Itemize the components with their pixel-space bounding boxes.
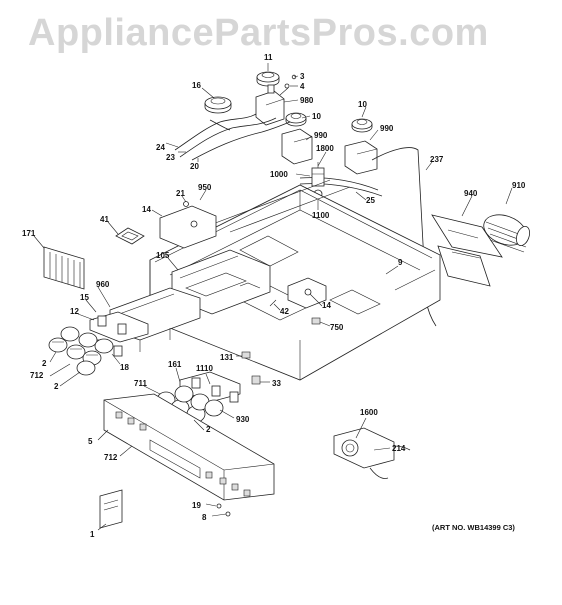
callout-980: 980 — [300, 96, 314, 105]
callout-12: 12 — [70, 307, 79, 316]
fan-housing-940 — [431, 214, 503, 287]
callout-11: 11 — [264, 53, 273, 62]
callout-15: 15 — [80, 293, 89, 302]
callout-990-center: 990 — [314, 131, 328, 140]
callout-750: 750 — [330, 323, 344, 332]
callout-711: 711 — [134, 379, 147, 388]
spark-electrode-3-4 — [279, 74, 297, 96]
callout-24: 24 — [156, 143, 165, 152]
blower-910 — [483, 214, 530, 253]
callout-171: 171 — [22, 229, 36, 238]
callout-105: 105 — [156, 251, 170, 260]
callout-18: 18 — [120, 363, 129, 372]
callout-131: 131 — [220, 353, 234, 362]
callout-1800: 1800 — [316, 144, 334, 153]
control-knobs-712-left — [48, 326, 114, 376]
callout-161: 161 — [168, 360, 182, 369]
gas-tubes — [174, 113, 437, 327]
callout-10-right: 10 — [358, 100, 367, 109]
burner-bracket-980 — [255, 84, 285, 126]
burner-head-11 — [256, 71, 280, 87]
burner-bracket-990-center — [281, 128, 313, 165]
callout-labels: 11 3 4 16 980 10 10 990 990 24 23 20 180… — [22, 53, 526, 539]
callout-1110: 1110 — [196, 364, 213, 373]
callout-14-left: 14 — [142, 205, 151, 214]
callout-960: 960 — [96, 280, 110, 289]
callout-23: 23 — [166, 153, 175, 162]
screw-21 — [183, 201, 189, 207]
callout-10-center: 10 — [312, 112, 321, 121]
callout-21: 21 — [176, 189, 185, 198]
callout-1600: 1600 — [360, 408, 378, 417]
callout-25: 25 — [366, 196, 375, 205]
callout-8: 8 — [202, 513, 207, 522]
callout-930: 930 — [236, 415, 250, 424]
valve-cluster-center — [179, 371, 241, 403]
clip-131 — [241, 351, 251, 359]
callout-214: 214 — [392, 444, 406, 453]
callout-237: 237 — [430, 155, 444, 164]
watermark: AppliancePartsPros.com — [28, 12, 489, 54]
callout-20: 20 — [190, 162, 199, 171]
screw-33 — [251, 375, 261, 385]
burner-head-10-right — [351, 118, 373, 133]
callout-1: 1 — [90, 530, 95, 539]
clip-750 — [311, 317, 321, 325]
callout-990-right: 990 — [380, 124, 394, 133]
callout-3: 3 — [300, 72, 305, 81]
callout-1100: 1100 — [312, 211, 330, 220]
callout-2-c: 2 — [206, 425, 211, 434]
callout-910: 910 — [512, 181, 526, 190]
callout-9: 9 — [398, 258, 403, 267]
callout-712-left: 712 — [30, 371, 44, 380]
art-number: (ART NO. WB14399 C3) — [432, 523, 515, 532]
callout-16: 16 — [192, 81, 201, 90]
callout-41: 41 — [100, 215, 109, 224]
callout-4: 4 — [300, 82, 305, 91]
callout-19: 19 — [192, 501, 201, 510]
cover-42 — [269, 299, 277, 307]
callout-712-bottom: 712 — [104, 453, 118, 462]
callout-2-b: 2 — [54, 382, 59, 391]
burner-head-16 — [204, 96, 232, 114]
bracket-14-left — [159, 205, 217, 249]
leader-lines — [33, 63, 513, 531]
burner-bracket-990-right — [344, 140, 378, 175]
callout-2-a: 2 — [42, 359, 47, 368]
grommet-41 — [115, 227, 145, 245]
callout-950: 950 — [198, 183, 212, 192]
callout-940: 940 — [464, 189, 478, 198]
control-panel-5 — [103, 393, 275, 501]
vent-grille-171 — [43, 246, 85, 290]
burner-head-10-center — [285, 112, 307, 127]
callout-33: 33 — [272, 379, 281, 388]
spark-module-1600 — [333, 427, 411, 479]
callout-14-right: 14 — [322, 301, 331, 310]
screws-19-8 — [216, 503, 231, 517]
callout-42: 42 — [280, 307, 289, 316]
callout-5: 5 — [88, 437, 93, 446]
owner-manual-1 — [99, 489, 123, 529]
callout-1000: 1000 — [270, 170, 288, 179]
